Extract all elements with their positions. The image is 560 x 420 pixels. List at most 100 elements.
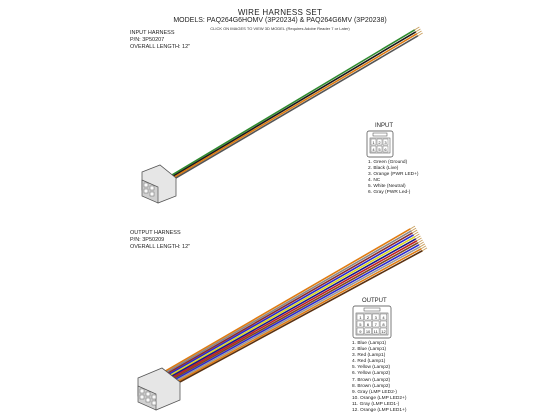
input-pin-5: 5. White (Neutral) xyxy=(368,184,406,190)
output-harness-wire-tip xyxy=(413,231,419,236)
output-pin-9: 9. Gray (LMP LED2-) xyxy=(352,389,397,395)
output-harness-image[interactable] xyxy=(137,225,428,411)
output-plug-pin-cell xyxy=(364,320,372,328)
output-pin-list: 1. Blue (Lamp1) 2. Blue (Lamp1) 3. Red (… xyxy=(352,341,406,414)
output-harness-name: OUTPUT HARNESS xyxy=(130,230,181,236)
output-plug-pin-number: 6 xyxy=(367,322,370,327)
output-plug-pin-cell xyxy=(379,320,388,328)
input-harness-length: OVERALL LENGTH: 12" xyxy=(130,44,191,50)
output-harness-wire xyxy=(169,240,418,380)
output-plug-pin-number: 9 xyxy=(359,329,362,334)
output-harness-connector-cavity xyxy=(151,400,157,406)
output-plug-pin-number: 4 xyxy=(382,315,385,320)
output-harness-wire xyxy=(164,232,413,376)
input-harness-connector-cavity xyxy=(149,185,155,191)
output-plug-pin-number: 3 xyxy=(375,315,378,320)
input-pin-4: 4. NC xyxy=(368,178,381,184)
output-harness-wire-tip xyxy=(409,225,416,230)
output-pin-3: 3. Red (Lamp1) xyxy=(352,353,386,359)
output-harness-connector-cavity xyxy=(151,394,157,400)
output-harness-connector-cavity xyxy=(145,397,151,403)
output-pin-12: 12. Orange (LMP LED1+) xyxy=(352,408,407,414)
input-harness-image[interactable] xyxy=(141,26,423,204)
input-plug-title: INPUT xyxy=(375,123,393,129)
output-plug-pin-number: 11 xyxy=(374,329,379,334)
page-title: WIRE HARNESS SET xyxy=(237,8,323,17)
output-harness-length: OVERALL LENGTH: 12" xyxy=(130,244,191,250)
output-plug-pin-cell xyxy=(372,327,380,335)
output-plug-pin-number: 10 xyxy=(366,329,371,334)
output-pin-11: 11. Gray (LMP LED1-) xyxy=(352,401,400,407)
input-harness-wire-tip xyxy=(414,26,420,31)
output-harness-wire-tip xyxy=(416,237,422,242)
input-plug-pin-number: 5 xyxy=(378,147,381,152)
input-harness-part-number: P/N: 3P50207 xyxy=(130,37,165,43)
output-plug-pin-cell xyxy=(356,320,364,328)
input-plug-pin-number: 2 xyxy=(378,140,381,145)
output-plug-pin-cell xyxy=(372,320,380,328)
output-plug-pin-cell xyxy=(364,313,372,321)
view-3d-note: CLICK ON IMAGES TO VIEW 3D MODEL (Requir… xyxy=(210,26,350,31)
output-harness-wire-tip xyxy=(419,243,426,248)
input-harness-wire xyxy=(166,31,417,181)
output-plug-pin-cell xyxy=(379,313,388,321)
output-pin-6: 6. Yellow (Lamp2) xyxy=(352,371,391,377)
output-pin-7: 7. Brown (Lamp2) xyxy=(352,377,391,383)
input-pin-2: 2. Black (Live) xyxy=(368,166,399,172)
input-pin-6: 6. Gray (PWR Led-) xyxy=(368,190,411,196)
input-plug-pin-number: 6 xyxy=(384,147,387,152)
input-plug-pin-cell xyxy=(382,138,389,146)
output-plug-pin-cell xyxy=(364,327,372,335)
input-harness-info: INPUT HARNESS P/N: 3P50207 OVERALL LENGT… xyxy=(130,30,190,51)
input-harness-connector-cavity xyxy=(149,191,155,197)
output-plug-pin-number: 5 xyxy=(359,322,362,327)
output-harness-connector-cavity xyxy=(139,394,145,400)
output-harness-wire-tip xyxy=(415,235,421,240)
output-plug-pin-number: 8 xyxy=(382,322,385,327)
input-plug-pin-cell xyxy=(376,138,383,146)
output-plug-pin-number: 1 xyxy=(359,315,362,320)
output-harness-connector-cavity xyxy=(145,391,151,397)
output-plug-pin-cell xyxy=(379,327,388,335)
output-harness-wire-tip xyxy=(420,245,427,250)
output-plug-title: OUTPUT xyxy=(362,298,387,304)
output-harness-wire xyxy=(173,246,421,383)
output-plug-pin-number: 7 xyxy=(375,322,378,327)
output-pin-1: 1. Blue (Lamp1) xyxy=(352,341,387,346)
output-plug-pin-cell xyxy=(356,327,364,335)
input-pin-list: 1. Green (Ground) 2. Black (Live) 3. Ora… xyxy=(368,160,419,197)
output-pin-4: 4. Red (Lamp1) xyxy=(352,359,386,365)
output-harness-wire xyxy=(176,250,423,385)
input-harness-wire xyxy=(167,33,418,182)
output-pin-5: 5. Yellow (Lamp2) xyxy=(352,365,391,371)
output-plug-pin-cell xyxy=(372,313,380,321)
input-harness-wire-tip xyxy=(417,32,423,37)
output-harness-wire xyxy=(175,248,422,384)
input-harness-wire-tip xyxy=(415,28,421,33)
output-harness-wire-tip xyxy=(411,229,418,234)
input-plug-pin-number: 1 xyxy=(372,140,375,145)
input-plug-pin-number: 4 xyxy=(372,147,375,152)
input-plug-pin-number: 3 xyxy=(384,140,387,145)
output-harness-part-number: P/N: 3P50209 xyxy=(130,237,165,243)
output-harness-wire xyxy=(167,236,416,378)
input-plug-pin-cell xyxy=(370,138,377,146)
output-harness-wire-tip xyxy=(421,247,428,252)
output-pin-8: 8. Brown (Lamp2) xyxy=(352,383,391,389)
output-harness-wire-tip xyxy=(418,241,424,246)
output-plug-pin-number: 12 xyxy=(381,329,386,334)
input-plug-pin-cell xyxy=(376,145,383,153)
output-harness-info: OUTPUT HARNESS P/N: 3P50209 OVERALL LENG… xyxy=(130,230,190,251)
output-harness-wire xyxy=(171,242,419,381)
output-harness-wire xyxy=(163,230,412,375)
input-harness-connector-cavity xyxy=(143,188,149,194)
output-pin-2: 2. Blue (Lamp1) xyxy=(352,347,387,353)
output-plug-pin-number: 2 xyxy=(367,315,370,320)
output-harness-wire xyxy=(161,228,411,374)
input-pin-3: 3. Orange (PWR LED+) xyxy=(368,172,419,178)
output-harness-wire xyxy=(168,238,417,379)
input-harness-name: INPUT HARNESS xyxy=(130,30,175,36)
output-harness-wire xyxy=(172,244,420,382)
